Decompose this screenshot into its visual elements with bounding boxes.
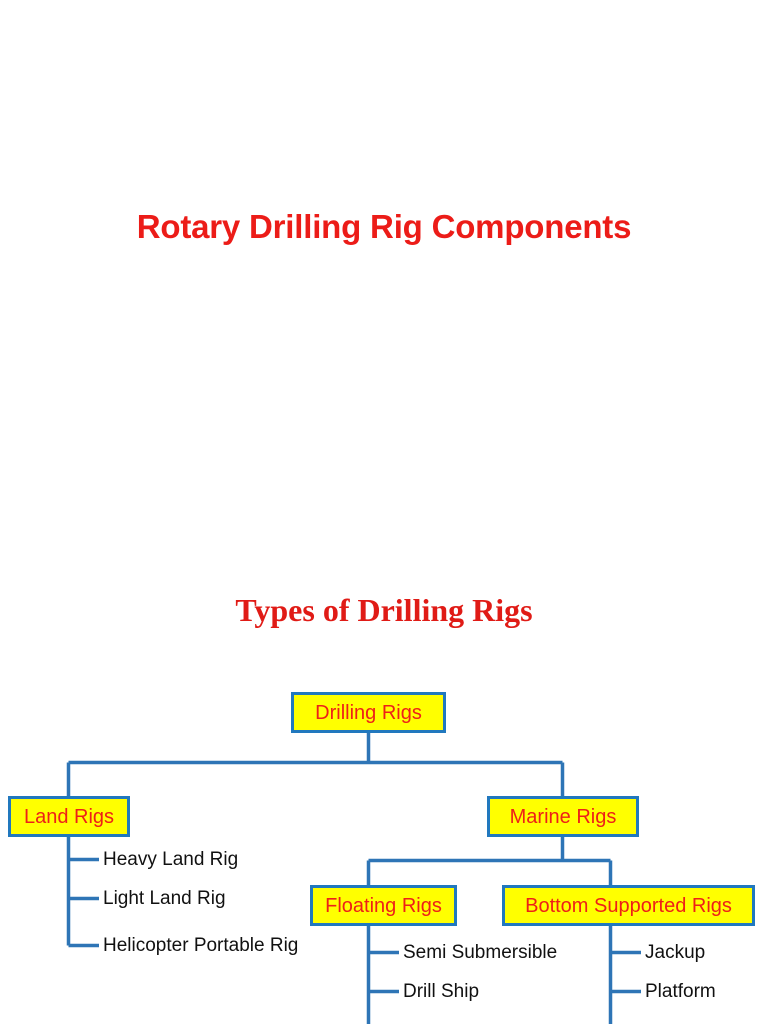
leaf-light-land-rig: Light Land Rig [103, 888, 226, 909]
node-land-rigs[interactable]: Land Rigs [8, 796, 130, 837]
node-marine-rigs[interactable]: Marine Rigs [487, 796, 639, 837]
leaf-heavy-land-rig: Heavy Land Rig [103, 849, 239, 870]
leaf-helicopter-portable-rig: Helicopter Portable Rig [103, 935, 299, 956]
leaf-platform: Platform [645, 981, 716, 1002]
node-floating-rigs[interactable]: Floating Rigs [310, 885, 457, 926]
node-bottom-supported-rigs[interactable]: Bottom Supported Rigs [502, 885, 755, 926]
node-drilling-rigs[interactable]: Drilling Rigs [291, 692, 446, 733]
section-title: Types of Drilling Rigs [235, 592, 533, 628]
page-title: Rotary Drilling Rig Components [136, 208, 632, 245]
leaf-jackup: Jackup [645, 942, 706, 963]
leaf-drill-ship: Drill Ship [403, 981, 480, 1002]
leaf-semi-submersible: Semi Submersible [403, 942, 558, 963]
